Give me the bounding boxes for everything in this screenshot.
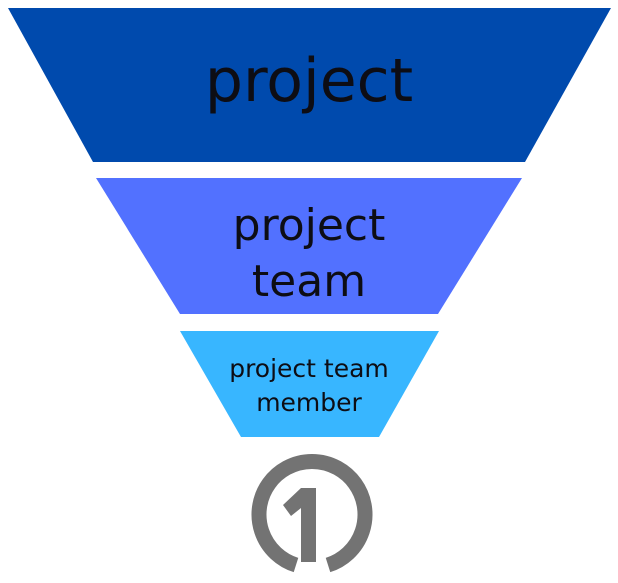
logo-numeral <box>283 488 316 562</box>
funnel-tier-2-label-line-1: project <box>233 200 386 251</box>
numeral-one-in-ring-icon <box>251 453 373 573</box>
funnel-tier-2: project team <box>96 178 522 314</box>
funnel-tier-3-shape <box>180 331 439 437</box>
funnel-tier-1-label: project <box>205 46 413 116</box>
funnel-tier-2-label-line-2: team <box>252 256 366 307</box>
funnel-tier-1-shape <box>8 8 611 162</box>
funnel-tier-3-label-line-2: member <box>256 388 362 417</box>
funnel-tier-3: project team member <box>180 331 439 437</box>
funnel-tier-2-shape <box>96 178 522 314</box>
funnel-tier-1: project <box>8 8 611 162</box>
logo-ring <box>251 453 373 573</box>
funnel-tier-3-label-line-1: project team <box>229 354 389 383</box>
